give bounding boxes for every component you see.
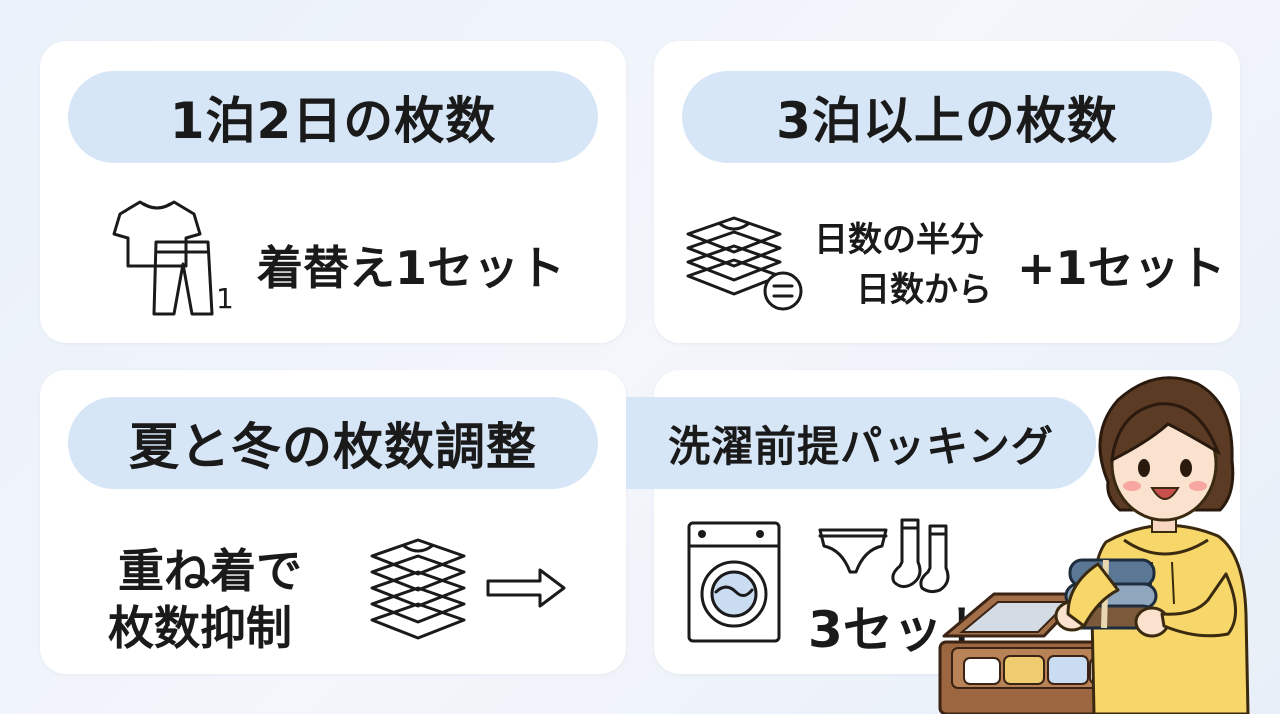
one-set-label: 着替え1セット bbox=[257, 241, 566, 295]
card-three-nights-title: 3泊以上の枚数 bbox=[682, 71, 1212, 163]
card-season-title: 夏と冬の枚数調整 bbox=[68, 397, 598, 489]
equals-icon bbox=[763, 271, 803, 311]
half-days-label: 日数の半分 bbox=[814, 220, 984, 260]
underwear-icon bbox=[818, 528, 888, 574]
card-laundry-title: 洗濯前提パッキング bbox=[626, 397, 1096, 489]
suitcase-icon bbox=[938, 592, 1142, 714]
washing-machine-icon bbox=[687, 521, 781, 643]
layered-clothes-icon bbox=[370, 538, 466, 640]
socks-icon bbox=[891, 518, 950, 594]
layering-label: 重ね着で bbox=[118, 544, 302, 598]
reduce-count-label: 枚数抑制 bbox=[108, 601, 292, 655]
pants-icon bbox=[152, 240, 214, 316]
set-count-badge: 1 bbox=[216, 282, 234, 315]
plus-one-set-label: +1セット bbox=[1017, 241, 1226, 295]
woman-character bbox=[1054, 376, 1250, 714]
from-days-label: 日数から bbox=[856, 270, 992, 310]
arrow-right-icon bbox=[486, 568, 566, 608]
tshirt-icon bbox=[112, 200, 202, 268]
card-one-night-title: 1泊2日の枚数 bbox=[68, 71, 598, 163]
